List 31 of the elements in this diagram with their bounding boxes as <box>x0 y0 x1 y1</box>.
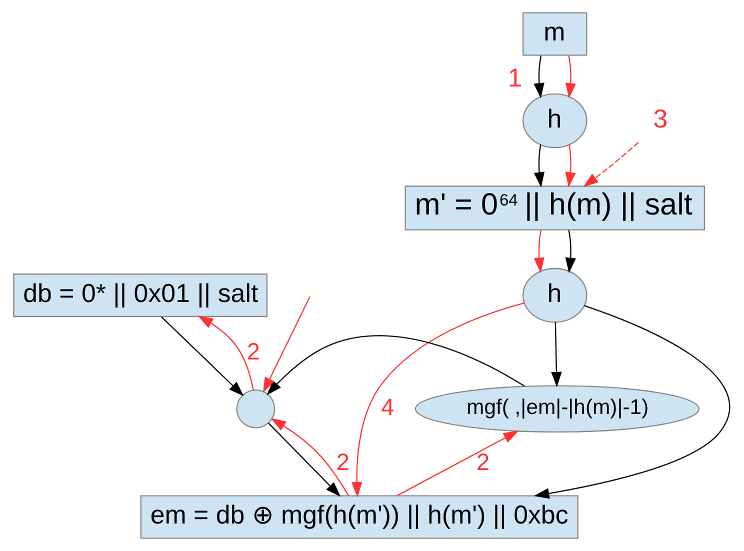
arrow <box>565 144 576 188</box>
arrow <box>534 230 544 274</box>
edge-label: 2 <box>476 448 490 475</box>
arrow <box>262 296 310 396</box>
arrow <box>270 418 350 496</box>
edge-label: 2 <box>246 338 260 365</box>
node-ellipse: h <box>522 268 588 323</box>
arrow <box>161 316 244 396</box>
arrow <box>352 302 525 498</box>
edge-label: 2 <box>336 448 350 475</box>
arrow <box>266 335 525 396</box>
arrow <box>534 144 545 188</box>
node-box: m <box>522 12 588 56</box>
arrow <box>583 142 639 188</box>
arrow <box>198 316 254 390</box>
node-label: 1 <box>508 64 522 93</box>
edge-label: 4 <box>381 394 394 420</box>
node-text: 3 <box>653 105 668 134</box>
arrow <box>565 230 576 274</box>
node-ellipse: h <box>522 93 588 148</box>
node-box: m' = 0$^{64}$ || h(m) || salt <box>404 186 706 230</box>
arrow <box>396 430 519 496</box>
arrow <box>565 55 576 98</box>
arrow <box>534 305 730 499</box>
node-ellipse: mgf( ,|em|-|h(m)|-1) <box>414 385 700 433</box>
arrow <box>268 422 341 497</box>
arrow <box>534 55 544 98</box>
node-box: em = db ⊕ mgf(h(m')) || h(m') || 0xbc <box>140 495 578 539</box>
arrow <box>551 322 562 388</box>
node-box: db = 0* || 0x01 || salt <box>13 274 268 318</box>
node-circle <box>236 389 276 428</box>
